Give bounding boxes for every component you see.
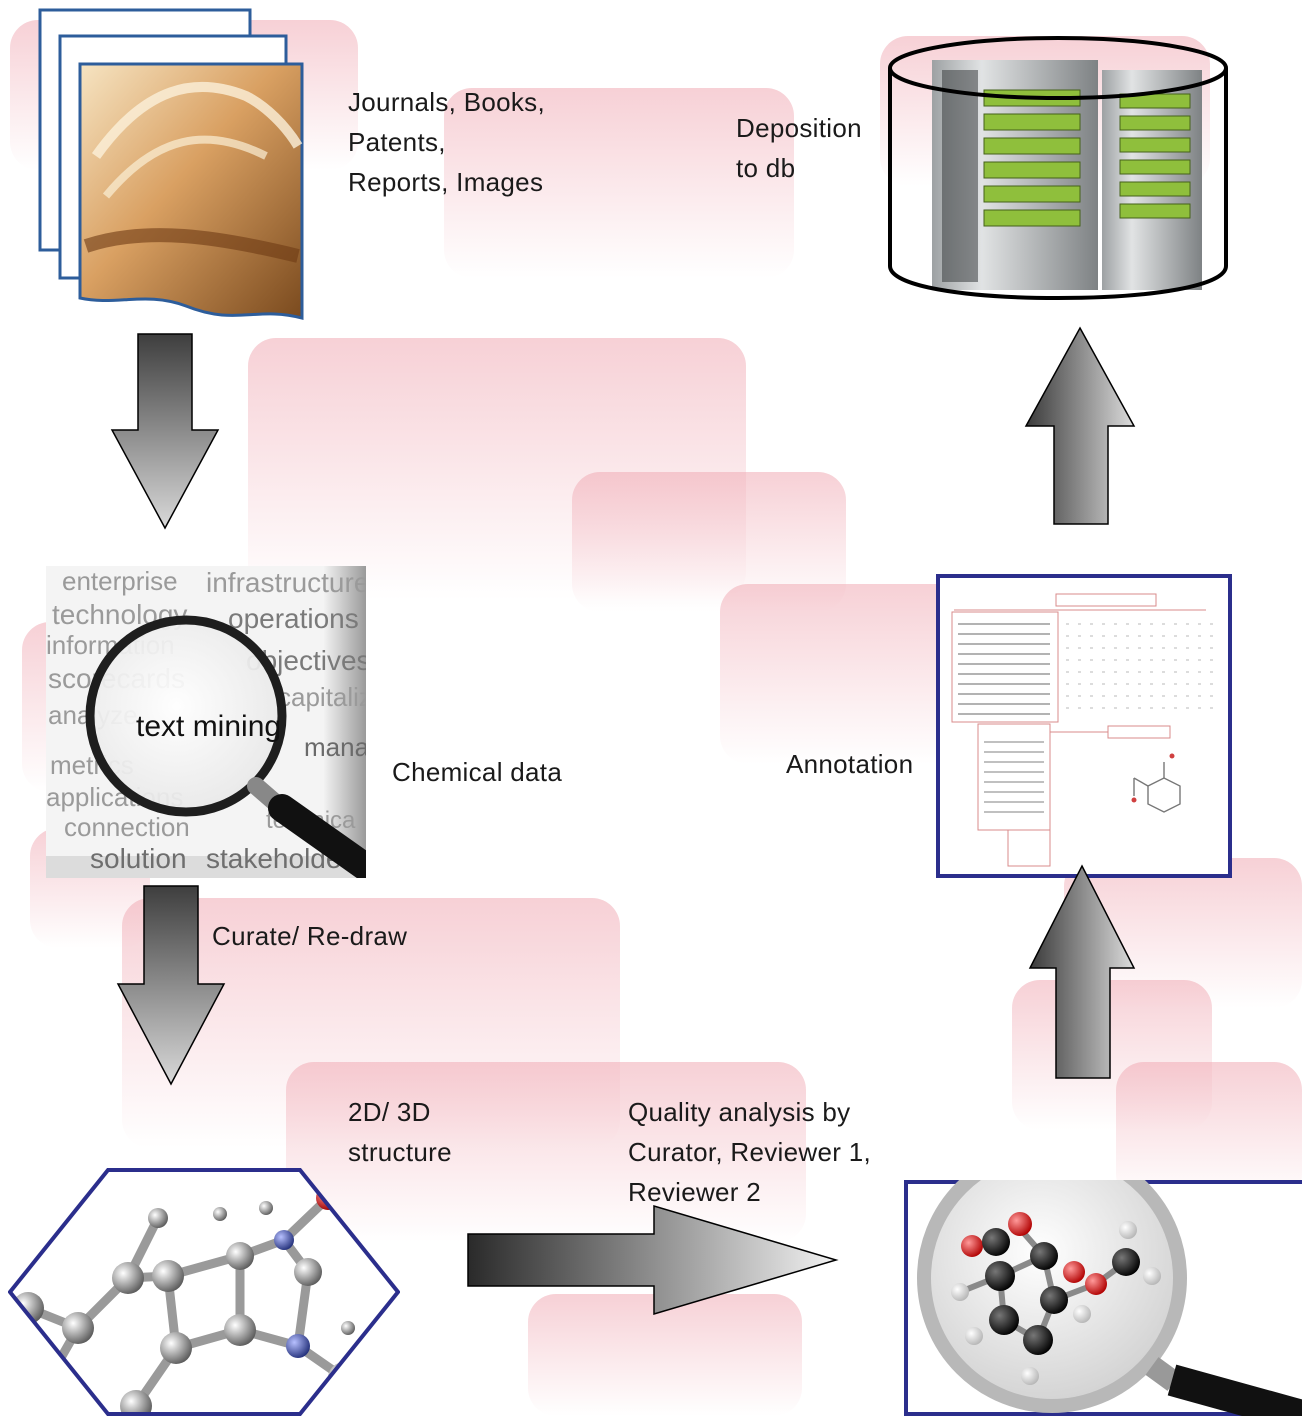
word-cloud-word: operations	[228, 603, 359, 634]
word-cloud-word: capitaliz	[278, 682, 366, 712]
word-cloud-word: connection	[64, 812, 190, 842]
sources-label: Journals, Books, Patents, Reports, Image…	[348, 87, 546, 197]
bg-panel	[528, 1294, 802, 1416]
bg-panel	[1116, 1062, 1302, 1202]
word-cloud-word: manage	[304, 732, 366, 762]
annotation-label: Annotation	[786, 749, 914, 779]
curate-label: Curate/ Re-draw	[212, 921, 408, 951]
bg-panel	[286, 1062, 806, 1242]
down-arrow-icon	[110, 333, 220, 530]
text-mining-image: enterprise infrastructure technology ope…	[46, 566, 366, 878]
up-arrow-icon	[1024, 326, 1136, 525]
quality-analysis-label: Quality analysis by Curator, Reviewer 1,…	[628, 1097, 871, 1207]
database-server-icon	[888, 36, 1228, 300]
annotation-table-image	[936, 574, 1232, 878]
up-arrow-icon	[1028, 864, 1136, 1079]
quality-analysis-image	[904, 1180, 1302, 1416]
down-arrow-icon	[116, 885, 226, 1086]
chemical-data-label: Chemical data	[392, 757, 563, 787]
deposition-label: Deposition to db	[736, 113, 862, 183]
word-cloud-word: text mining	[136, 710, 281, 743]
molecule-3d-image	[8, 1168, 400, 1416]
word-cloud-word: enterprise	[62, 566, 178, 596]
bg-panel	[444, 88, 794, 278]
word-cloud-word: infrastructure	[206, 567, 366, 598]
document-stack-icon	[38, 8, 304, 320]
right-arrow-icon	[467, 1204, 839, 1316]
structure-label: 2D/ 3D structure	[348, 1097, 452, 1167]
word-cloud-word: solution	[90, 843, 187, 874]
